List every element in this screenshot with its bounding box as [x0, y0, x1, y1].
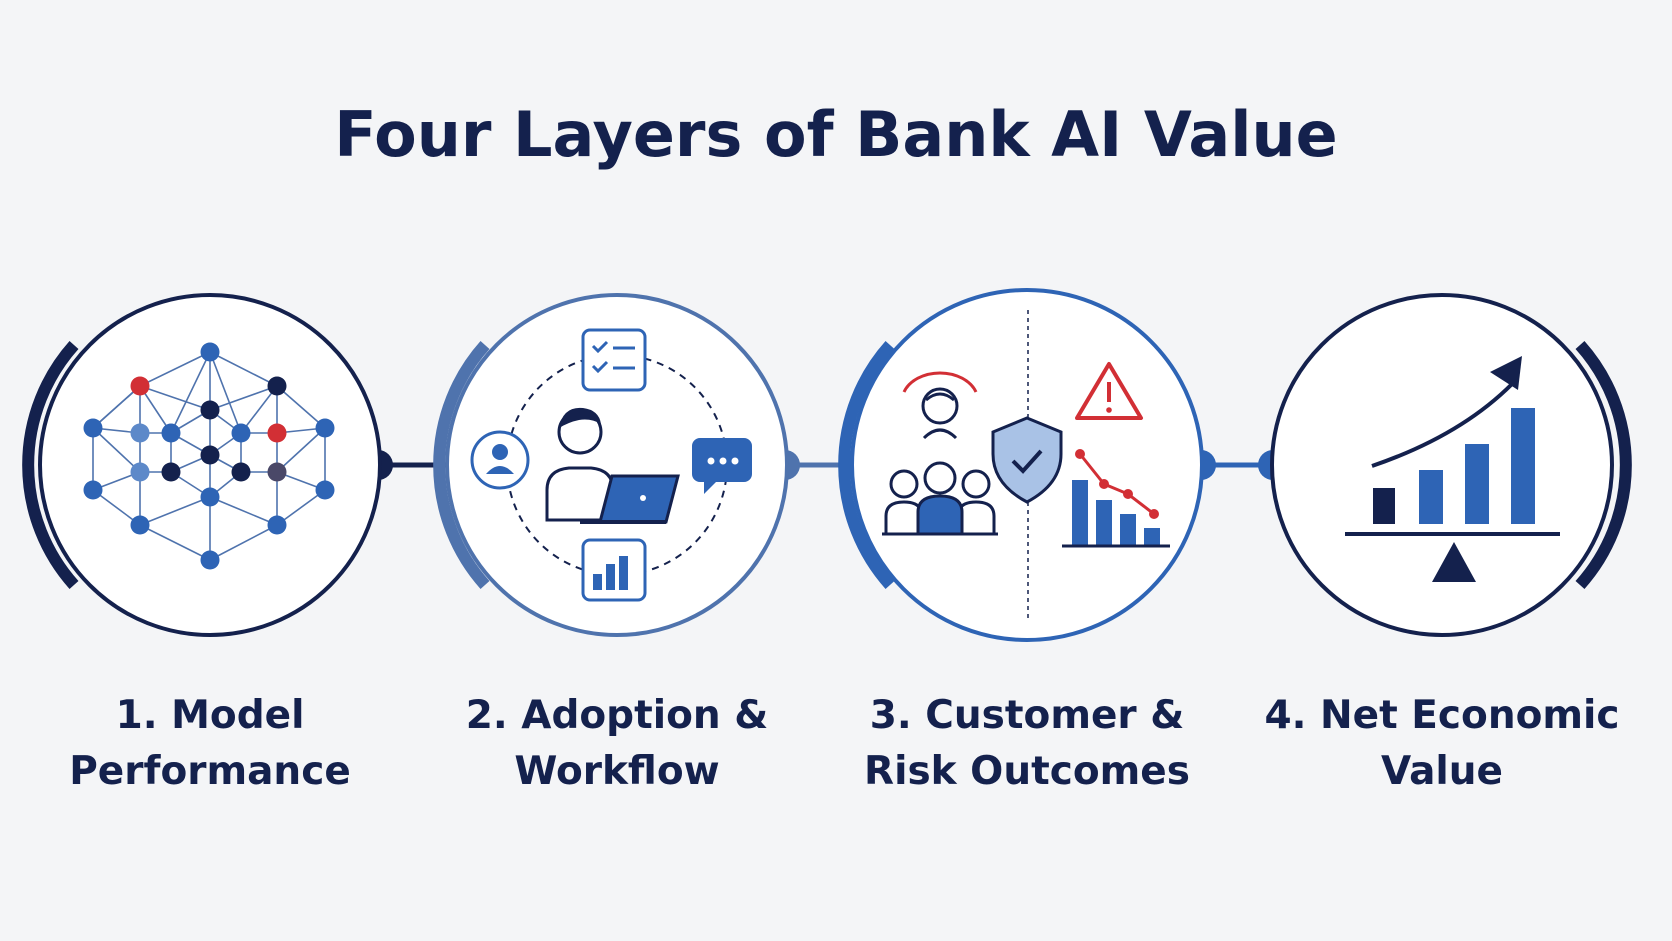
- network-node: [83, 418, 103, 438]
- network-edge: [209, 351, 278, 387]
- layer-2-label: 2. Adoption & Workflow: [437, 688, 797, 800]
- layer-4-label-line1: 4. Net Economic: [1264, 693, 1620, 738]
- customers-shield-risk-icon: [882, 362, 1170, 548]
- neural-network-icon: [83, 342, 335, 570]
- network-node: [130, 423, 150, 443]
- customer-face-icon: [921, 387, 959, 440]
- layer-1-label-line2: Performance: [69, 749, 351, 794]
- network-edge: [170, 351, 211, 434]
- layer-2-arc-accent: [433, 341, 490, 589]
- growth-bar-4: [1511, 408, 1535, 524]
- layer-1-model-performance: [22, 293, 382, 637]
- layer-1-label: 1. Model Performance: [30, 688, 390, 800]
- layer-3-label-line2: Risk Outcomes: [864, 749, 1190, 794]
- layer-3-customer-risk: [838, 288, 1204, 642]
- network-node: [231, 462, 251, 482]
- growth-arrow-curve: [1371, 382, 1514, 468]
- page-title: Four Layers of Bank AI Value: [334, 98, 1338, 171]
- network-edge: [139, 524, 211, 561]
- network-node: [231, 423, 251, 443]
- network-edge: [276, 385, 326, 429]
- user-laptop-workflow-icon: [470, 328, 752, 602]
- layer-4-label: 4. Net Economic Value: [1262, 688, 1622, 800]
- attention-arc-icon: [902, 371, 978, 393]
- layer-4-ring: [1270, 293, 1614, 637]
- network-node: [267, 376, 287, 396]
- network-edge: [209, 524, 278, 561]
- network-node: [130, 462, 150, 482]
- layer-4-arc-accent: [1575, 341, 1632, 589]
- growth-chart-balance-icon: [1345, 356, 1560, 582]
- bar-chart-card-icon: [581, 538, 647, 602]
- network-node: [161, 423, 181, 443]
- growth-arrow-head: [1490, 356, 1522, 390]
- layer-2-adoption-workflow: [433, 293, 789, 637]
- declining-risk-chart-icon: [1062, 449, 1170, 548]
- user-badge-icon: [470, 430, 530, 490]
- layer-3-label-line1: 3. Customer &: [869, 693, 1185, 738]
- growth-bar-3: [1465, 444, 1489, 524]
- network-node: [267, 462, 287, 482]
- network-edge: [92, 427, 141, 473]
- layer-2-label-line2: Workflow: [514, 749, 720, 794]
- network-edge: [92, 385, 141, 429]
- network-edge: [209, 496, 278, 526]
- network-edge: [209, 351, 242, 434]
- layer-2-label-line1: 2. Adoption &: [465, 693, 769, 738]
- network-edge: [92, 489, 141, 526]
- network-node: [267, 515, 287, 535]
- network-node: [200, 487, 220, 507]
- network-edge: [139, 351, 211, 387]
- network-edge: [276, 427, 326, 473]
- customer-group-icon: [882, 461, 998, 536]
- network-node: [161, 462, 181, 482]
- person-laptop-icon: [545, 407, 680, 524]
- layer-3-arc-accent: [838, 341, 895, 589]
- growth-bar-1: [1373, 488, 1395, 524]
- network-node: [83, 480, 103, 500]
- network-edge: [276, 489, 326, 526]
- network-edge: [139, 496, 211, 526]
- network-node: [315, 418, 335, 438]
- checklist-icon: [581, 328, 647, 392]
- network-node: [200, 445, 220, 465]
- network-node: [200, 550, 220, 570]
- layer-4-label-line2: Value: [1381, 749, 1503, 794]
- network-node: [267, 423, 287, 443]
- network-node: [200, 342, 220, 362]
- network-node: [130, 515, 150, 535]
- network-node: [130, 376, 150, 396]
- network-edge: [139, 385, 211, 411]
- network-node: [200, 400, 220, 420]
- network-node: [315, 480, 335, 500]
- balance-fulcrum: [1432, 542, 1476, 582]
- warning-triangle-icon: [1075, 362, 1143, 420]
- growth-bar-2: [1419, 470, 1443, 524]
- layer-4-net-economic-value: [1270, 293, 1632, 637]
- layer-1-label-line1: 1. Model: [115, 693, 305, 738]
- layer-3-label: 3. Customer & Risk Outcomes: [847, 688, 1207, 800]
- layer-2-ring: [445, 293, 789, 637]
- chat-bubble-icon: [692, 438, 752, 494]
- layer-1-arc-accent: [22, 341, 79, 589]
- network-edge: [209, 385, 278, 411]
- shield-check-icon: [991, 416, 1063, 504]
- network-edge: [240, 385, 278, 434]
